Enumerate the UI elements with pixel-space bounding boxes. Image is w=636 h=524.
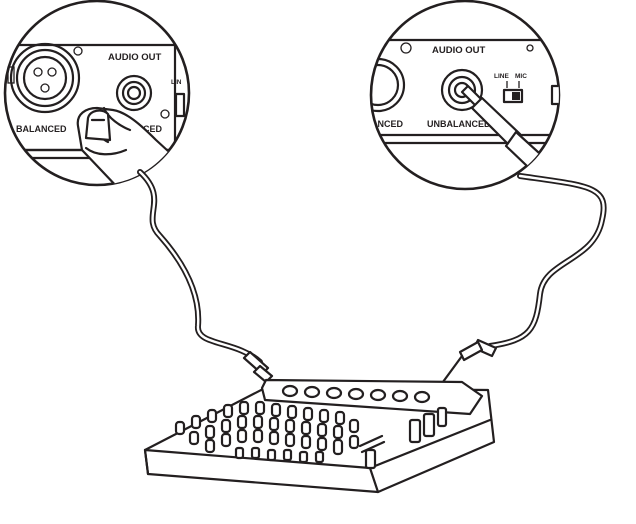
right-callout: AUDIO OUT LINE MIC ANCED UNBALANCED (369, 0, 561, 191)
right-unbalanced-label: UNBALANCED (427, 119, 491, 129)
right-panel-title: AUDIO OUT (432, 45, 486, 56)
quarter-inch-cable (438, 173, 607, 388)
xlr-cable-end-icon (242, 350, 274, 384)
xlr-cable (137, 169, 274, 384)
quarter-inch-jack-icon (115, 74, 153, 112)
left-switch-label: LIN (171, 79, 182, 86)
right-mic-label: MIC (515, 73, 527, 80)
left-panel-title: AUDIO OUT (108, 52, 162, 63)
xlr-jack-icon (7, 42, 81, 114)
left-callout: AUDIO OUT BALANCED ANCED LIN (3, 0, 191, 187)
xlr-plug-icon (84, 109, 112, 142)
left-jack-label: ANCED (130, 124, 163, 134)
right-left-label: ANCED (371, 119, 404, 129)
line-mic-switch-icon (502, 81, 524, 104)
right-line-label: LINE (494, 73, 509, 80)
left-balanced-label: BALANCED (16, 124, 67, 134)
mixing-console-icon (143, 378, 496, 494)
quarter-inch-cable-end-icon (438, 338, 498, 388)
